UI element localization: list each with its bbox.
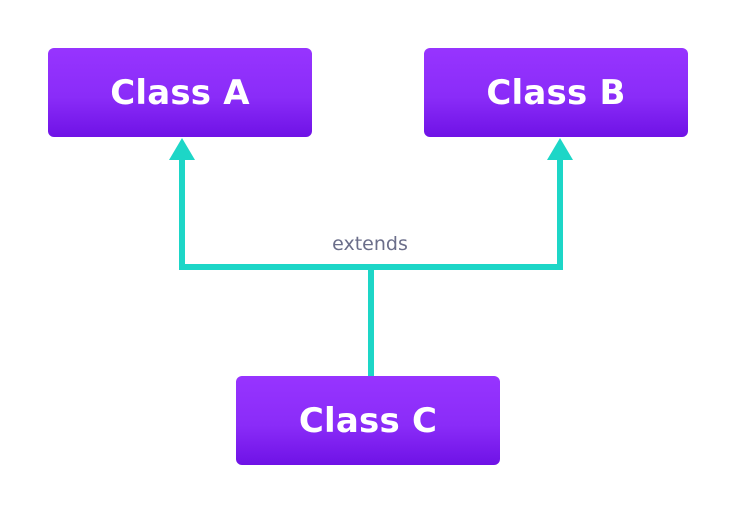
class-c-node: Class C xyxy=(236,376,500,465)
extends-label: extends xyxy=(332,233,408,255)
class-b-label: Class B xyxy=(486,72,626,113)
class-b-node: Class B xyxy=(424,48,688,137)
class-c-label: Class C xyxy=(298,400,438,441)
arrowhead-to-class-b xyxy=(547,138,573,160)
class-a-node: Class A xyxy=(48,48,312,137)
class-a-label: Class A xyxy=(110,72,250,113)
arrowhead-to-class-a xyxy=(169,138,195,160)
